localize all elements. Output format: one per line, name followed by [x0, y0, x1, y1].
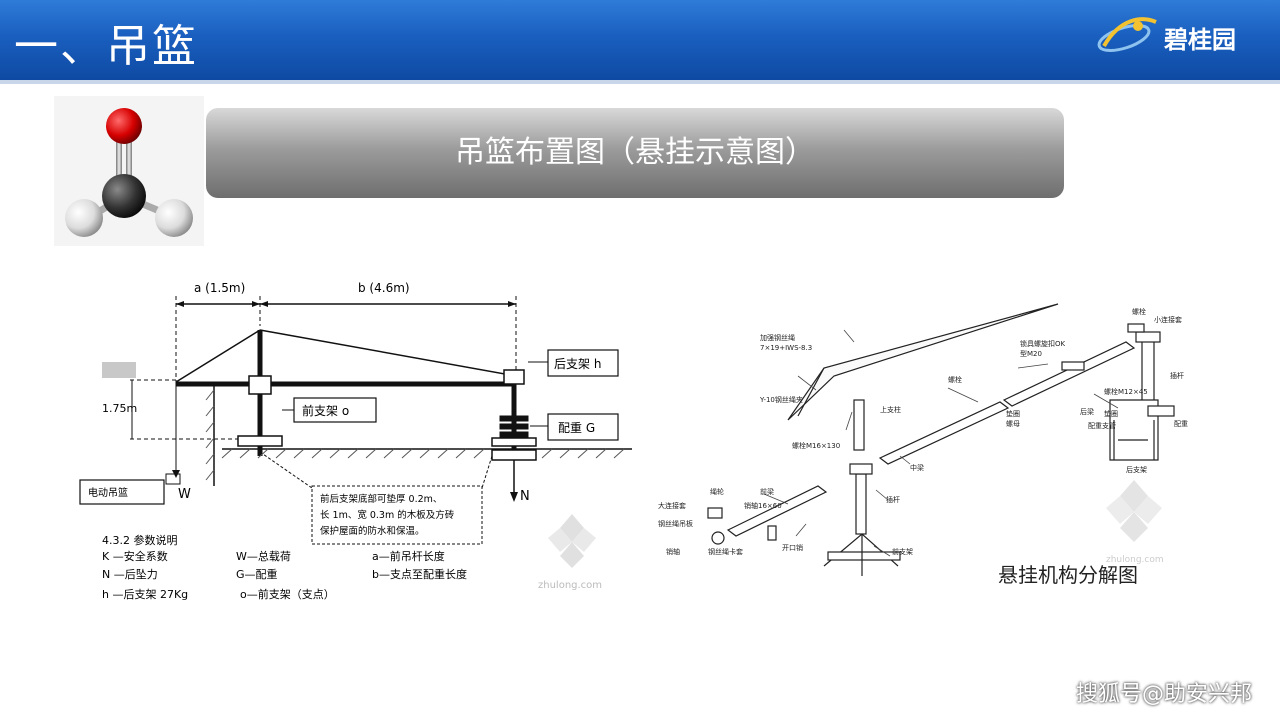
label-insert-rod-2: 插杆: [886, 495, 900, 504]
height-label: 1.75m: [102, 402, 137, 415]
w-label: W: [178, 487, 191, 502]
header-divider: [0, 80, 1280, 84]
watermark-icon: [548, 514, 596, 568]
source-credit: 搜狐号@助安兴邦: [1075, 682, 1252, 707]
label-insert-rod-1: 插杆: [1170, 371, 1184, 380]
param-o: o—前支架（支点）: [240, 587, 335, 601]
label-large-sleeve: 大连接套: [658, 501, 686, 510]
param-k: K —安全系数: [102, 549, 168, 563]
label-washer-2: 垫圈: [1104, 409, 1118, 418]
label-cotter-pin: 开口销: [782, 543, 803, 552]
label-nut: 螺母: [1006, 419, 1020, 428]
label-bolt-m16: 螺栓M16×130: [792, 441, 840, 450]
logo-text: 碧桂园: [1164, 25, 1236, 54]
company-logo: 碧桂园: [1092, 12, 1262, 62]
param-b: b—支点至配重长度: [372, 567, 467, 581]
dim-a-label: a (1.5m): [194, 281, 245, 295]
label-pin-16x60: 销轴16×60: [744, 501, 782, 510]
watermark-text: zhulong.com: [1106, 555, 1164, 565]
label-bolt-m12: 螺栓M12×45: [1104, 387, 1148, 396]
param-n: N —后坠力: [102, 568, 158, 581]
diagram-caption: 悬挂机构分解图: [998, 563, 1138, 587]
label-turnbuckle: 锁具螺旋扣OK: [1020, 339, 1066, 348]
note-line-3: 保护屋面的防水和保温。: [320, 525, 425, 537]
banner-title: 吊篮布置图（悬挂示意图）: [455, 135, 815, 170]
label-small-sleeve: 小连接套: [1154, 315, 1182, 324]
dim-b-label: b (4.6m): [358, 281, 410, 295]
label-rope-plate: 钢丝绳吊板: [658, 519, 693, 528]
title-bar: 一、吊篮 碧桂园: [0, 0, 1280, 80]
label-weight-tube: 配重支管: [1088, 421, 1116, 430]
param-w: W—总载荷: [236, 549, 291, 563]
molecule-image: [54, 96, 204, 246]
watermark-icon: [1106, 480, 1162, 542]
params-title: 4.3.2 参数说明: [102, 533, 178, 547]
front-support-label: 前支架 o: [302, 403, 349, 418]
label-bolt-2: 螺栓: [1132, 307, 1146, 316]
exploded-diagram: 加强钢丝绳 7×19+IWS-8.3 Y-10钢丝绳夹 上支柱 螺栓M16×13…: [648, 290, 1200, 592]
label-front-beam: 前梁: [760, 487, 774, 496]
param-a: a—前吊杆长度: [372, 549, 445, 563]
label-upper-column: 上支柱: [880, 405, 901, 414]
param-g: G—配重: [236, 567, 278, 581]
watermark-text: zhulong.com: [538, 580, 602, 591]
section-banner: 吊篮布置图（悬挂示意图）: [206, 108, 1064, 198]
label-turnbuckle-spec: 型M20: [1020, 349, 1042, 358]
basket-label: 电动吊篮: [88, 486, 128, 499]
label-rear-frame: 后支架: [1126, 465, 1147, 474]
logo-swoosh-icon: [1097, 17, 1157, 52]
label-rope-clamp: Y-10钢丝绳夹: [759, 395, 803, 404]
note-line-1: 前后支架底部可垫厚 0.2m、: [320, 493, 442, 505]
label-rope-spec: 7×19+IWS-8.3: [760, 344, 812, 352]
label-bolt-1: 螺栓: [948, 375, 962, 384]
rear-support-label: 后支架 h: [554, 357, 601, 371]
slide-title: 一、吊篮: [14, 21, 198, 72]
param-h: h —后支架 27Kg: [102, 588, 188, 601]
label-middle-beam: 中梁: [910, 463, 924, 472]
label-pulley: 绳轮: [710, 487, 724, 496]
note-line-2: 长 1m、宽 0.3m 的木板及方砖: [320, 509, 455, 521]
label-rope-clip: 钢丝绳卡套: [708, 547, 743, 556]
label-counterweight: 配重: [1174, 420, 1188, 428]
label-reinforced-rope: 加强钢丝绳: [760, 333, 795, 342]
counterweight-label: 配重 G: [558, 421, 595, 435]
label-front-frame: 前支架: [892, 547, 913, 556]
label-pin: 销轴: [666, 547, 680, 556]
label-rear-beam: 后梁: [1080, 407, 1094, 416]
n-label: N: [520, 489, 530, 504]
layout-diagram: a (1.5m) b (4.6m) 1.75m 后支架 h 配重 G 前支架 o…: [72, 266, 636, 612]
label-washer-1: 垫圈: [1006, 409, 1020, 418]
